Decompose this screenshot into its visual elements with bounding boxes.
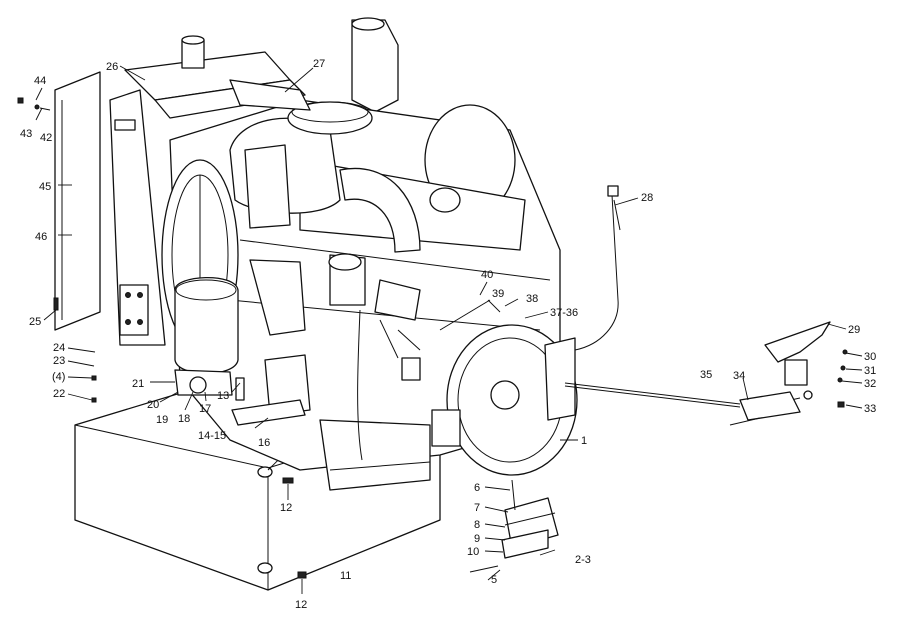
callout-42: 42 — [40, 132, 52, 144]
callout-38: 38 — [526, 293, 538, 305]
callout-31: 31 — [864, 365, 876, 377]
callout-37-36: 37-36 — [550, 307, 578, 319]
control-levers — [357, 299, 491, 461]
callout-27: 27 — [313, 58, 325, 70]
callout-18: 18 — [178, 413, 190, 425]
callout-9: 9 — [474, 533, 480, 545]
callout-12-lower: 12 — [295, 599, 307, 611]
callout-labels: 1 2-3 5 6 7 8 9 10 11 12 12 13 14-15 16 … — [20, 58, 876, 611]
callout-11: 11 — [340, 570, 351, 582]
motor-mount — [501, 479, 559, 559]
callout-35: 35 — [700, 369, 712, 381]
callout-34: 34 — [733, 370, 745, 382]
callout-21: 21 — [132, 378, 144, 390]
callout-8: 8 — [474, 519, 480, 531]
callout-39: 39 — [492, 288, 504, 300]
callout-40: 40 — [481, 269, 493, 281]
callout-7: 7 — [474, 502, 480, 514]
callout-22: 22 — [53, 388, 65, 400]
leader-lines — [35, 65, 863, 594]
callout-32: 32 — [864, 378, 876, 390]
oil-pan — [319, 419, 431, 491]
control-rod — [564, 382, 741, 408]
callout-30: 30 — [864, 351, 876, 363]
callout-44: 44 — [34, 75, 46, 87]
callout-23: 23 — [53, 355, 65, 367]
callout-29: 29 — [848, 324, 860, 336]
callout-19: 19 — [156, 414, 168, 426]
callout-10: 10 — [467, 546, 479, 558]
flywheel-housing — [431, 324, 578, 476]
exhaust-stack — [351, 17, 399, 113]
callout-46: 46 — [35, 231, 47, 243]
pedal-assembly — [729, 321, 831, 426]
callout-4: (4) — [52, 371, 65, 383]
callout-5: 5 — [491, 574, 497, 586]
callout-28: 28 — [641, 192, 653, 204]
callout-12-upper: 12 — [280, 502, 292, 514]
callout-26: 26 — [106, 61, 118, 73]
callout-25: 25 — [29, 316, 41, 328]
callout-43: 43 — [20, 128, 32, 140]
callout-24: 24 — [53, 342, 65, 354]
radiator-assembly — [54, 51, 306, 346]
callout-2-3: 2-3 — [575, 554, 591, 566]
air-cleaner — [229, 79, 421, 253]
callout-6: 6 — [474, 482, 480, 494]
throttle-cable — [574, 185, 621, 351]
radiator-cap — [181, 35, 205, 69]
callout-14-15: 14-15 — [198, 430, 226, 442]
callout-20: 20 — [147, 399, 159, 411]
callout-33: 33 — [864, 403, 876, 415]
callout-45: 45 — [39, 181, 51, 193]
callout-1: 1 — [581, 435, 587, 447]
callout-17: 17 — [199, 403, 211, 415]
engine-mount-bracket — [231, 354, 311, 426]
callout-16: 16 — [258, 437, 270, 449]
callout-13: 13 — [217, 390, 229, 402]
oil-filter — [174, 276, 239, 396]
